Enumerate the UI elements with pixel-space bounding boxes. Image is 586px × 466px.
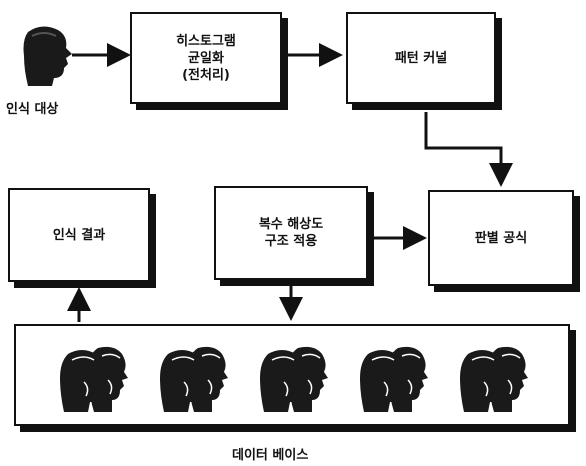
face-pair-icon [260, 346, 328, 412]
pattern-kernel-box: 패턴 커널 [346, 12, 496, 104]
face-pair-icon [460, 346, 528, 412]
face-pair-icon [60, 346, 128, 412]
recognition-result-label: 인식 결과 [52, 227, 106, 243]
face-pair-icon [160, 346, 228, 412]
pattern-kernel-label: 패턴 커널 [394, 50, 448, 66]
discriminant-formula-label: 판별 공식 [474, 230, 528, 246]
subject-face-icon [23, 26, 72, 87]
database-box [14, 324, 570, 426]
histogram-equalization-box: 히스토그램 균일화 (전처리) [130, 12, 282, 104]
discriminant-formula-box: 판별 공식 [428, 190, 574, 286]
subject-label: 인식 대상 [6, 102, 59, 117]
database-label: 데이터 베이스 [232, 448, 309, 463]
histogram-equalization-label: 히스토그램 균일화 (전처리) [176, 33, 236, 83]
multiresolution-box: 복수 해상도 구조 적용 [214, 186, 368, 280]
face-pair-icon [360, 346, 428, 412]
database-faces [16, 326, 568, 424]
arrow-kernel-to-formula [424, 112, 513, 187]
multiresolution-label: 복수 해상도 구조 적용 [258, 217, 324, 249]
recognition-result-box: 인식 결과 [8, 188, 150, 282]
